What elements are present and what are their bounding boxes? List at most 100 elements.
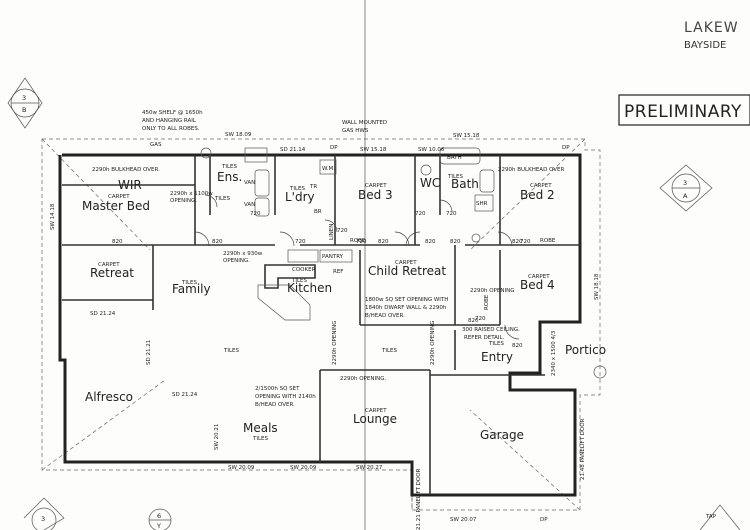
master-bed-label: Master Bed bbox=[82, 199, 150, 213]
note-shelf-3: ONLY TO ALL ROBES. bbox=[142, 126, 200, 132]
marker-3-number: 3 bbox=[41, 515, 45, 523]
marker-3b-number: 3 bbox=[22, 94, 26, 102]
garage-label: Garage bbox=[480, 428, 524, 442]
bed3-label: Bed 3 bbox=[358, 188, 393, 202]
level-sw-meals: SW 20.21 bbox=[214, 424, 220, 450]
level-sw-right: SW 18.18 bbox=[594, 273, 600, 300]
child-retreat-flooring: CARPET bbox=[395, 260, 417, 266]
ens-label: Ens. bbox=[217, 170, 242, 184]
section-marker-3a: 3 A bbox=[659, 164, 713, 212]
hall-flooring: TILES bbox=[223, 348, 240, 354]
portico-label: Portico bbox=[565, 343, 606, 357]
title-line-2: BAYSIDE bbox=[684, 40, 726, 51]
note-meals-opening-2: OPENING WITH 2140h bbox=[255, 394, 316, 400]
level-sd-1: SD 21.14 bbox=[280, 147, 306, 153]
note-opening-vertical-a: 2290h OPENING bbox=[332, 321, 338, 365]
fixture-pantry: PANTRY bbox=[322, 254, 344, 260]
lounge-label: Lounge bbox=[353, 412, 397, 426]
bath-flooring: TILES bbox=[447, 174, 464, 180]
fixture-bath: BATH bbox=[447, 155, 462, 161]
bath-fixtures bbox=[200, 147, 607, 379]
door-width-bath: 720 bbox=[446, 211, 457, 217]
fixture-robe-bed4: ROBE bbox=[484, 294, 490, 310]
note-hws-1: WALL MOUNTED bbox=[342, 120, 387, 126]
note-shelf-2: AND HANGING RAIL bbox=[142, 118, 197, 124]
fixture-van-1: VAN bbox=[244, 180, 255, 186]
door-swings bbox=[194, 194, 520, 340]
door-width-wc-2: 720 bbox=[415, 211, 426, 217]
bath-label: Bath bbox=[451, 177, 479, 191]
fixture-ref: REF bbox=[333, 269, 343, 275]
level-sw-bottom-3: SW 20.27 bbox=[356, 465, 383, 471]
door-width-entry: 820 bbox=[512, 343, 523, 349]
level-sw-4: SW 15.18 bbox=[453, 133, 480, 139]
wc-label: WC bbox=[420, 176, 440, 190]
lounge-flooring: CARPET bbox=[365, 408, 387, 414]
note-raised-ceiling-1: 300 RAISED CEILING. bbox=[462, 327, 520, 333]
note-bulkhead-master: 2290h BULKHEAD OVER. bbox=[92, 167, 160, 173]
external-walls bbox=[58, 153, 582, 497]
entry-flooring: TILES bbox=[488, 341, 505, 347]
door-width-wc: 820 bbox=[425, 239, 436, 245]
bed4-label: Bed 4 bbox=[520, 278, 555, 292]
door-width-master: 820 bbox=[112, 239, 123, 245]
note-raised-ceiling-2: REFER DETAIL. bbox=[464, 335, 505, 341]
level-sw-3: SW 10.06 bbox=[418, 147, 445, 153]
meals-flooring: TILES bbox=[252, 436, 269, 442]
level-sd-left: SD 21.24 bbox=[90, 311, 116, 317]
note-panelift-a: 21.48 PANELIFT DOOR bbox=[580, 418, 586, 480]
fixture-robe-bed2: ROBE bbox=[540, 238, 556, 244]
section-marker-3b: 3 B bbox=[7, 77, 43, 129]
level-sw-1: SW 18.09 bbox=[225, 132, 252, 138]
door-width-bed2-robe: 720 bbox=[520, 239, 531, 245]
fixture-linen: LINEN bbox=[329, 224, 335, 240]
note-portico-dim: 2340 x 1500 4/3 bbox=[551, 330, 557, 376]
fixture-br: BR bbox=[314, 209, 322, 215]
marker-3a-letter: A bbox=[683, 192, 688, 200]
bed2-label: Bed 2 bbox=[520, 188, 555, 202]
note-opening-bed4: 2290h OPENING bbox=[470, 288, 514, 294]
fixture-wm: W.M. bbox=[322, 166, 335, 172]
note-panelift-b: 21.21 PANELIFT DOOR bbox=[416, 468, 422, 530]
note-opening-lounge: 2290h OPENING. bbox=[340, 376, 386, 382]
level-sw-bottom-1: SW 20.09 bbox=[228, 465, 255, 471]
door-width-ens: 820 bbox=[212, 239, 223, 245]
bed3-flooring: CARPET bbox=[365, 183, 387, 189]
wir-label: WIR bbox=[118, 178, 142, 192]
door-width-bed4: 820 bbox=[468, 318, 479, 324]
note-opening-master-1: 2290h x 1100w bbox=[170, 191, 213, 197]
note-child-opening-1: 1800w SQ SET OPENING WITH bbox=[365, 297, 448, 303]
title-line-1: LAKEW bbox=[684, 20, 739, 36]
child-retreat-label: Child Retreat bbox=[368, 264, 446, 278]
note-meals-opening-3: B/HEAD OVER. bbox=[255, 402, 295, 408]
note-meals-opening-1: 2/1500h SQ SET bbox=[255, 386, 300, 392]
retreat-flooring: CARPET bbox=[98, 262, 120, 268]
door-width-bed3-robe: 720 bbox=[356, 239, 367, 245]
note-shelf-1: 450w SHELF @ 1650h bbox=[142, 110, 203, 116]
ldry-label: L'dry bbox=[285, 190, 315, 204]
fixture-tiles-ens: TILES bbox=[214, 196, 231, 202]
corridor-flooring: TILES bbox=[381, 348, 398, 354]
master-bed-flooring: CARPET bbox=[108, 194, 130, 200]
note-child-opening-2: 1840h DWARF WALL & 2290h bbox=[365, 305, 447, 311]
preliminary-stamp bbox=[618, 94, 750, 126]
fixture-shr: SHR bbox=[476, 201, 488, 207]
bed4-flooring: CARPET bbox=[528, 274, 550, 280]
section-marker-3: 3 bbox=[23, 497, 65, 530]
kitchen-benches bbox=[257, 249, 353, 321]
ens-flooring: TILES bbox=[221, 164, 238, 170]
preliminary-label: PRELIMINARY bbox=[624, 102, 742, 122]
fixture-dp-3: DP bbox=[540, 517, 548, 523]
fixture-dp-1: DP bbox=[330, 145, 338, 151]
marker-6-number: 6 bbox=[157, 512, 161, 520]
fixture-cooker: COOKER bbox=[292, 267, 316, 273]
level-sd-alfresco: SD 21.24 bbox=[172, 392, 198, 398]
door-width-bed4-robe: 720 bbox=[475, 316, 486, 322]
note-gas: GAS bbox=[150, 142, 162, 148]
level-sw-2: SW 15.18 bbox=[360, 147, 387, 153]
meals-label: Meals bbox=[243, 421, 278, 435]
kitchen-flooring: TILES bbox=[291, 278, 308, 284]
door-width-bed3: 720 bbox=[337, 228, 348, 234]
note-tap: TAP bbox=[705, 514, 717, 520]
fixture-robe-bed3: ROBE bbox=[350, 238, 366, 244]
